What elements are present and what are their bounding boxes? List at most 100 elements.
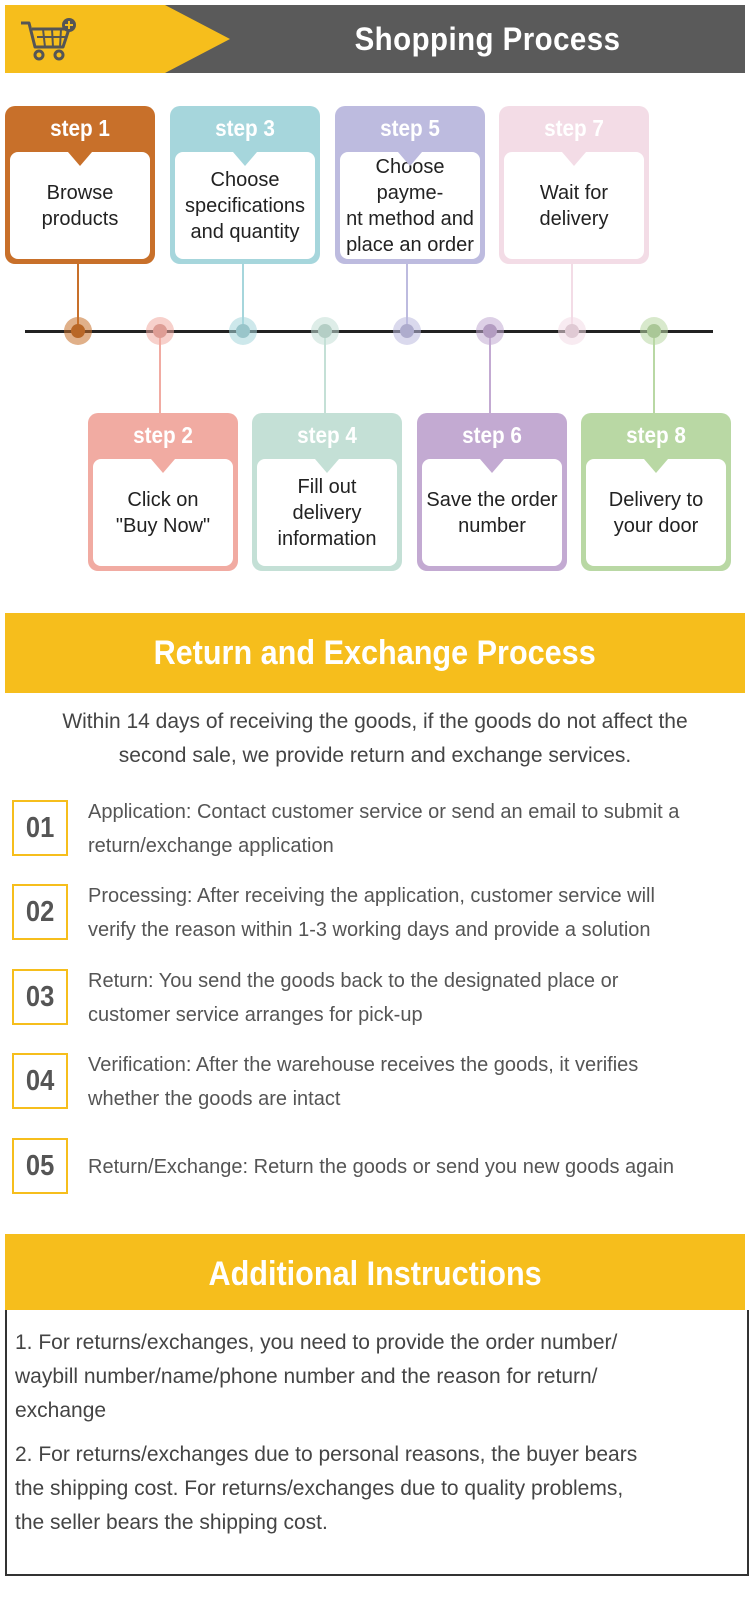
step-description: Browse products (10, 152, 150, 259)
step-card: step 5 Choose payme-nt method and place an… (335, 106, 485, 264)
step-description: Click on "Buy Now" (93, 459, 233, 566)
step-card: step 6 Save the order number (417, 413, 567, 571)
return-step-number: 01 (12, 800, 68, 856)
return-step-item: 05 Return/Exchange: Return the goods or s… (12, 1138, 742, 1196)
timeline-dot-core (558, 317, 586, 345)
return-step-line: verify the reason within 1-3 working day… (88, 919, 651, 941)
return-step-text: Return: You send the goods back to the d… (88, 969, 742, 1027)
step-connector (489, 331, 491, 413)
step-description-line: Save the order (426, 488, 558, 511)
timeline-dot-core (146, 317, 174, 345)
additional-instructions-box: 1. For returns/exchanges, you need to pr… (5, 1310, 749, 1576)
step-card: step 7 Wait for delivery (499, 106, 649, 264)
return-step-text: Application: Contact customer service or… (88, 800, 742, 858)
step-description: Delivery to your door (586, 459, 726, 566)
step-connector (324, 331, 326, 413)
return-step-text: Verification: After the warehouse receiv… (88, 1053, 742, 1111)
return-step-number: 04 (12, 1053, 68, 1109)
step-label: step 2 (133, 422, 193, 448)
step-notch (233, 152, 257, 166)
step-description-line: delivery (292, 501, 362, 524)
step-connector (571, 264, 573, 331)
step-label: step 1 (50, 115, 110, 141)
return-step-item: 04 Verification: After the warehouse rece… (12, 1053, 742, 1111)
step-description: Save the order number (422, 459, 562, 566)
return-step-line: return/exchange application (88, 835, 334, 857)
step-connector (653, 331, 655, 413)
step-notch (644, 459, 668, 473)
step-label: step 4 (297, 422, 357, 448)
step-description-line: Choose (210, 168, 280, 191)
timeline-dot-core (64, 317, 92, 345)
step-connector (406, 264, 408, 331)
step-card: step 4 Fill out delivery information (252, 413, 402, 571)
step-description-line: number (458, 514, 526, 537)
return-step-line: whether the goods are intact (88, 1088, 341, 1110)
step-description-line: Choose payme- (375, 155, 445, 204)
step-description: Fill out delivery information (257, 459, 397, 566)
return-step-item: 02 Processing: After receiving the applic… (12, 884, 742, 942)
timeline-dot-core (229, 317, 257, 345)
step-description-line: nt method and (346, 207, 474, 230)
return-intro: Within 14 days of receiving the goods, i… (62, 710, 688, 767)
step-connector (159, 331, 161, 413)
step-label: step 7 (544, 115, 604, 141)
step-notch (398, 152, 422, 166)
return-step-line: Return/Exchange: Return the goods or sen… (88, 1156, 674, 1178)
step-description-line: place an order (346, 233, 474, 256)
timeline-dot-core (393, 317, 421, 345)
return-step-number: 05 (12, 1138, 68, 1194)
step-description-line: Delivery to (608, 488, 704, 511)
step-label: step 5 (380, 115, 440, 141)
step-notch (315, 459, 339, 473)
step-description-line: "Buy Now" (115, 514, 211, 537)
return-step-line: customer service arranges for pick-up (88, 1004, 423, 1026)
step-notch (151, 459, 175, 473)
return-step-item: 01 Application: Contact customer service … (12, 800, 742, 858)
step-description-line: specifications (184, 194, 306, 217)
step-description-line: Wait for (539, 181, 609, 204)
step-notch (68, 152, 92, 166)
step-description-line: Fill out (297, 475, 357, 498)
return-step-number: 03 (12, 969, 68, 1025)
timeline-dot-core (476, 317, 504, 345)
step-description-line: your door (613, 514, 699, 537)
step-description-line: and quantity (190, 220, 300, 243)
step-card: step 1 Browse products (5, 106, 155, 264)
additional-section-title: Additional Instructions (5, 1234, 745, 1310)
return-section-title: Return and Exchange Process (5, 613, 745, 693)
step-label: step 6 (462, 422, 522, 448)
return-step-item: 03 Return: You send the goods back to the… (12, 969, 742, 1027)
return-step-line: Processing: After receiving the applicat… (88, 885, 655, 907)
step-description-line: information (277, 527, 377, 550)
return-step-number: 02 (12, 884, 68, 940)
return-step-line: Return: You send the goods back to the d… (88, 970, 619, 992)
step-connector (242, 264, 244, 331)
shopping-process-header: Shopping Process (5, 5, 745, 73)
page-title: Shopping Process (354, 21, 621, 57)
return-step-text: Return/Exchange: Return the goods or sen… (88, 1138, 742, 1196)
step-card: step 3 Choose specifications and quantity (170, 106, 320, 264)
step-description-line: Browse (46, 181, 114, 204)
step-description: Wait for delivery (504, 152, 644, 259)
step-card: step 2 Click on "Buy Now" (88, 413, 238, 571)
return-step-text: Processing: After receiving the applicat… (88, 884, 742, 942)
step-description-line: products (41, 207, 119, 230)
shopping-cart-icon (21, 18, 76, 61)
instruction-paragraph-1: 1. For returns/exchanges, you need to pr… (15, 1331, 618, 1422)
return-step-line: Verification: After the warehouse receiv… (88, 1054, 639, 1076)
timeline-dot-core (311, 317, 339, 345)
step-notch (562, 152, 586, 166)
step-description: Choose payme-nt method and place an order (340, 152, 480, 259)
step-label: step 3 (215, 115, 275, 141)
return-step-line: Application: Contact customer service or… (88, 801, 680, 823)
step-connector (77, 264, 79, 331)
timeline-line (25, 330, 713, 333)
step-card: step 8 Delivery to your door (581, 413, 731, 571)
step-notch (480, 459, 504, 473)
step-description-line: delivery (539, 207, 609, 230)
timeline-dot-core (640, 317, 668, 345)
step-description-line: Click on (127, 488, 199, 511)
instruction-paragraph-2: 2. For returns/exchanges due to personal… (15, 1443, 638, 1534)
step-label: step 8 (626, 422, 686, 448)
